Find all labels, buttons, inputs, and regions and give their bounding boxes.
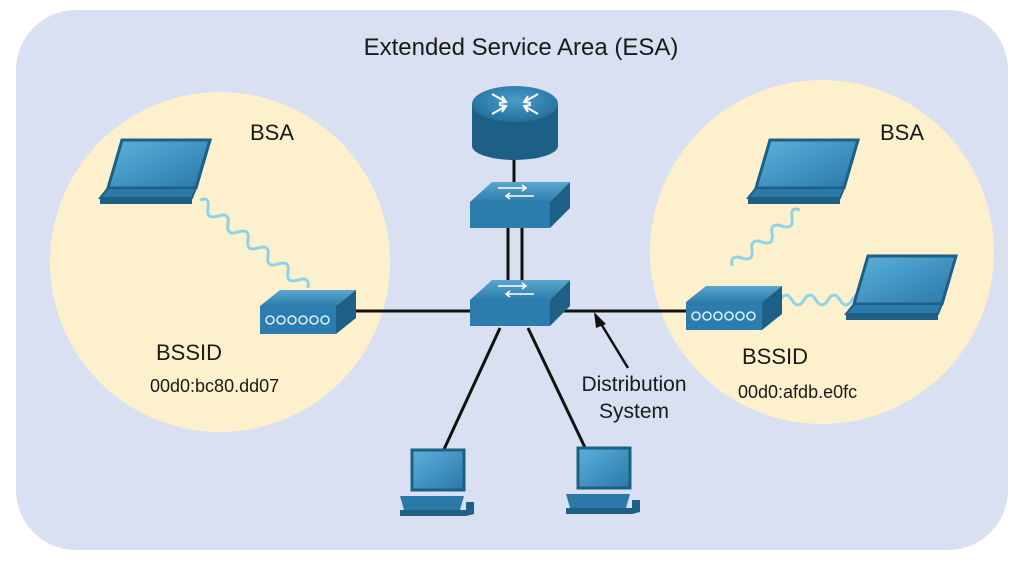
right-bssid-label: BSSID [742, 344, 808, 369]
left-bssid-label: BSSID [156, 340, 222, 365]
distribution-switch-top-icon [469, 181, 571, 229]
pc-right-link [526, 327, 592, 459]
left-wireless-link [199, 197, 310, 289]
wired-links [350, 140, 690, 459]
right-bsa-circle [650, 80, 994, 424]
wireless-links [199, 197, 866, 307]
left-bssid-value: 00d0:bc80.dd07 [150, 376, 279, 396]
distribution-arrow-icon [594, 312, 630, 369]
right-bsa-label: BSA [880, 120, 924, 145]
left-access-point-icon [259, 289, 357, 335]
distribution-switch-bottom-icon [469, 279, 571, 327]
esa-title: Extended Service Area (ESA) [364, 34, 679, 61]
pc-left-link [438, 327, 502, 459]
distribution-label-line1: Distribution [581, 373, 686, 396]
distribution-label-line2: System [599, 400, 669, 423]
router-icon [472, 86, 558, 160]
right-wireless-link-a [730, 207, 801, 267]
right-access-point-icon [685, 285, 783, 331]
left-bsa-label: BSA [250, 120, 294, 145]
right-bssid-value: 00d0:afdb.e0fc [738, 382, 857, 402]
right-wireless-link-b [778, 293, 866, 307]
